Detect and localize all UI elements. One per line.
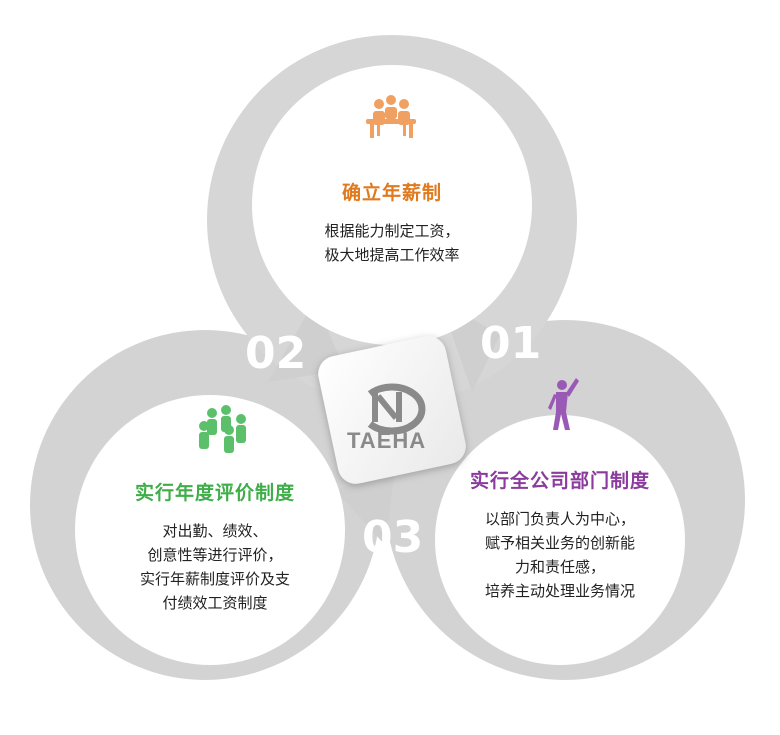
panel-left-line: 实行年薪制度评价及支 [139,570,290,588]
disc-left [75,395,345,665]
panel-right-line: 赋予相关业务的创新能 [484,534,635,552]
panel-left-title: 实行年度评价制度 [134,482,295,504]
disc-right [435,415,685,665]
logo-text: TAEHA [347,428,426,453]
team-circle-icon [199,405,246,453]
panel-left-line: 付绩效工资制度 [162,594,268,612]
step-number-03: 03 [362,512,423,563]
meeting-table-icon [366,95,416,138]
panel-right-title: 实行全公司部门制度 [469,470,650,492]
panel-left-line: 创意性等进行评价， [147,546,283,564]
arrow-03 [335,470,395,545]
panel-top-line: 根据能力制定工资， [324,222,460,240]
panel-top: 确立年薪制 根据能力制定工资， 极大地提高工作效率 [282,178,502,267]
company-logo-icon [367,383,426,435]
panel-right: 实行全公司部门制度 以部门负责人为中心， 赋予相关业务的创新能 力和责任感， 培… [455,466,665,603]
panel-left: 实行年度评价制度 对出勤、绩效、 创意性等进行评价， 实行年薪制度评价及支 付绩… [110,478,320,615]
panel-right-line: 以部门负责人为中心， [484,510,635,528]
panel-right-line: 力和责任感， [514,558,605,576]
step-number-01: 01 [480,318,541,369]
panel-top-title: 确立年薪制 [341,182,442,204]
step-number-02: 02 [245,328,306,379]
panel-top-line: 极大地提高工作效率 [324,246,460,264]
panel-right-line: 培养主动处理业务情况 [484,582,635,600]
celebrating-person-icon [548,378,579,430]
panel-left-line: 对出勤、绩效、 [162,522,268,540]
disc-top [252,65,532,345]
